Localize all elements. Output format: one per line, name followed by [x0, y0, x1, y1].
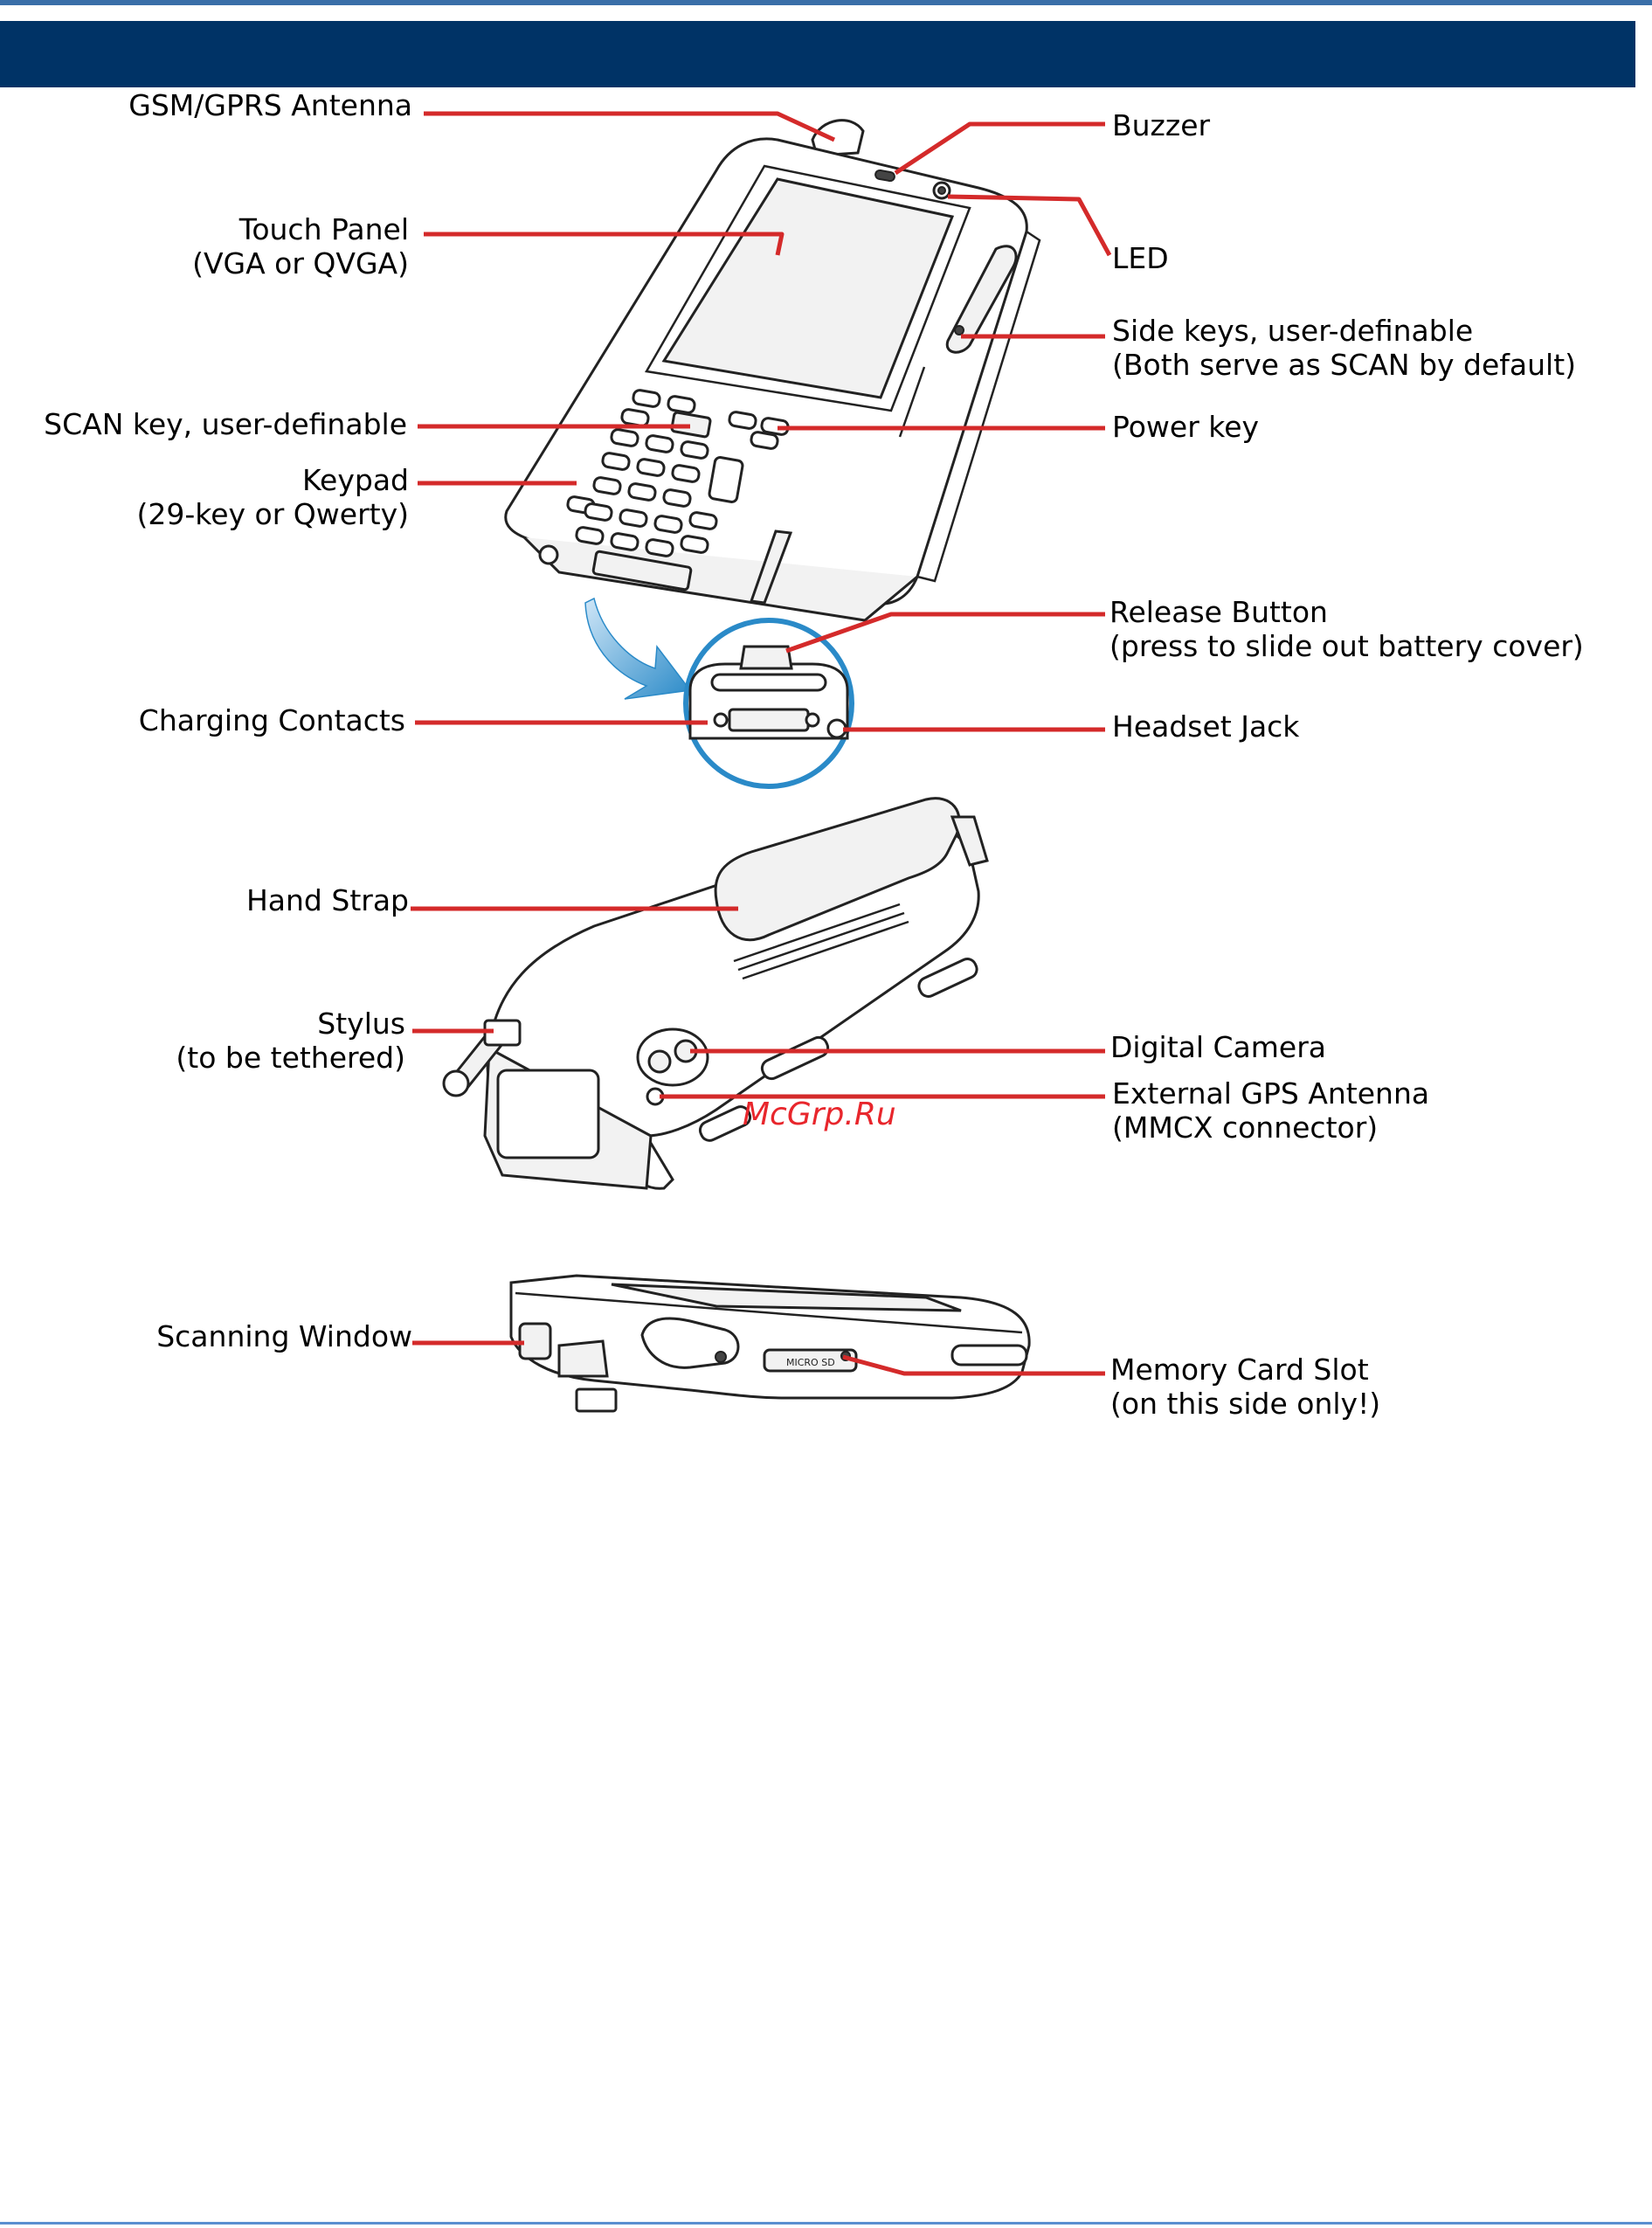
screen-bezel: [645, 164, 971, 412]
label-touch-panel: Touch Panel: [238, 212, 409, 246]
label-hand-strap: Hand Strap: [246, 883, 409, 917]
back-side-key-2: [698, 1105, 752, 1142]
side-key-dot-2: [715, 1351, 727, 1363]
label-gps-antenna: External GPS Antenna: [1112, 1076, 1429, 1111]
label-led: LED: [1112, 241, 1169, 275]
watermark: McGrp.Ru: [743, 1097, 896, 1132]
label-buzzer: Buzzer: [1112, 108, 1211, 142]
leader-release: [785, 612, 1105, 654]
strap-clip: [950, 815, 989, 867]
back-scan-window: [496, 1069, 600, 1159]
labels: GSM/GPRS Antenna Touch Panel (VGA or QVG…: [44, 88, 1584, 1421]
leader-led: [947, 194, 1112, 257]
side-key-dot: [954, 325, 964, 336]
front-view: [504, 119, 1041, 622]
side-grip: [950, 1344, 1028, 1367]
stylus-tip: [442, 1069, 470, 1097]
blue-arrow: [584, 597, 692, 700]
leader-memory: [842, 1354, 1105, 1376]
hand-strap-shape: [714, 797, 961, 942]
label-gsm-antenna: GSM/GPRS Antenna: [128, 88, 412, 122]
touch-screen: [661, 177, 955, 399]
battery-line-1: [733, 903, 901, 963]
label-memory-card-slot-sub: (on this side only!): [1110, 1387, 1380, 1421]
side-scan-window: [518, 1322, 552, 1360]
label-stylus-sub: (to be tethered): [176, 1041, 405, 1075]
battery-line-2: [737, 911, 905, 972]
label-side-keys-sub: (Both serve as SCAN by default): [1112, 348, 1576, 382]
camera-lens-1: [647, 1049, 672, 1074]
label-stylus: Stylus: [317, 1007, 405, 1041]
scan-key-shape: [670, 411, 712, 439]
battery-line-3: [742, 920, 909, 980]
side-view: MICRO SD: [509, 1274, 1031, 1413]
label-touch-panel-sub: (VGA or QVGA): [192, 246, 409, 280]
leader-lines: [411, 111, 1112, 1376]
bottom-rule: [0, 2222, 1652, 2225]
leader-buzzer: [894, 121, 1105, 176]
side-key-bump: [640, 1317, 740, 1369]
label-gps-antenna-sub: (MMCX connector): [1112, 1111, 1378, 1145]
label-headset-jack: Headset Jack: [1112, 709, 1300, 744]
bottom-callout: [683, 618, 854, 789]
top-rule: [0, 0, 1652, 5]
callout-slot: [710, 673, 827, 692]
callout-screw-right: [805, 712, 820, 728]
side-key-upper: [945, 245, 1018, 354]
label-memory-card-slot: Memory Card Slot: [1110, 1353, 1369, 1387]
back-view: [442, 797, 989, 1190]
bottom-connector: [591, 550, 693, 592]
front-side-edge: [916, 230, 1041, 583]
label-charging-contacts: Charging Contacts: [139, 703, 405, 737]
label-side-keys: Side keys, user-definable: [1112, 314, 1473, 348]
keypad-keys: [566, 389, 790, 557]
label-power-key: Power key: [1112, 410, 1259, 444]
power-key-shape: [750, 431, 779, 450]
label-digital-camera: Digital Camera: [1110, 1030, 1326, 1064]
label-scan-key: SCAN key, user-definable: [44, 407, 407, 441]
front-stylus: [749, 529, 793, 605]
buzzer-slot: [874, 169, 895, 183]
led-inner: [937, 186, 946, 195]
leader-touch: [424, 232, 785, 256]
side-screen-edge: [611, 1283, 962, 1312]
side-groove: [898, 366, 926, 438]
label-release-button-sub: (press to slide out battery cover): [1109, 629, 1584, 663]
camera-housing: [636, 1028, 709, 1087]
header-bar: [0, 21, 1635, 87]
release-button-shape: [739, 645, 793, 670]
leader-gsm: [424, 111, 836, 142]
label-keypad: Keypad: [302, 463, 409, 497]
callout-screw-left: [713, 712, 729, 728]
card-slot-print: MICRO SD: [786, 1357, 835, 1368]
label-scanning-window: Scanning Window: [156, 1319, 412, 1353]
callout-contacts: [728, 708, 810, 732]
back-side-key: [917, 958, 978, 998]
label-keypad-sub: (29-key or Qwerty): [137, 497, 409, 531]
bottom-jack: [538, 544, 559, 565]
side-end-block: [557, 1339, 609, 1378]
label-release-button: Release Button: [1109, 595, 1328, 629]
side-clip: [575, 1387, 618, 1413]
side-top-line: [515, 1291, 1023, 1334]
